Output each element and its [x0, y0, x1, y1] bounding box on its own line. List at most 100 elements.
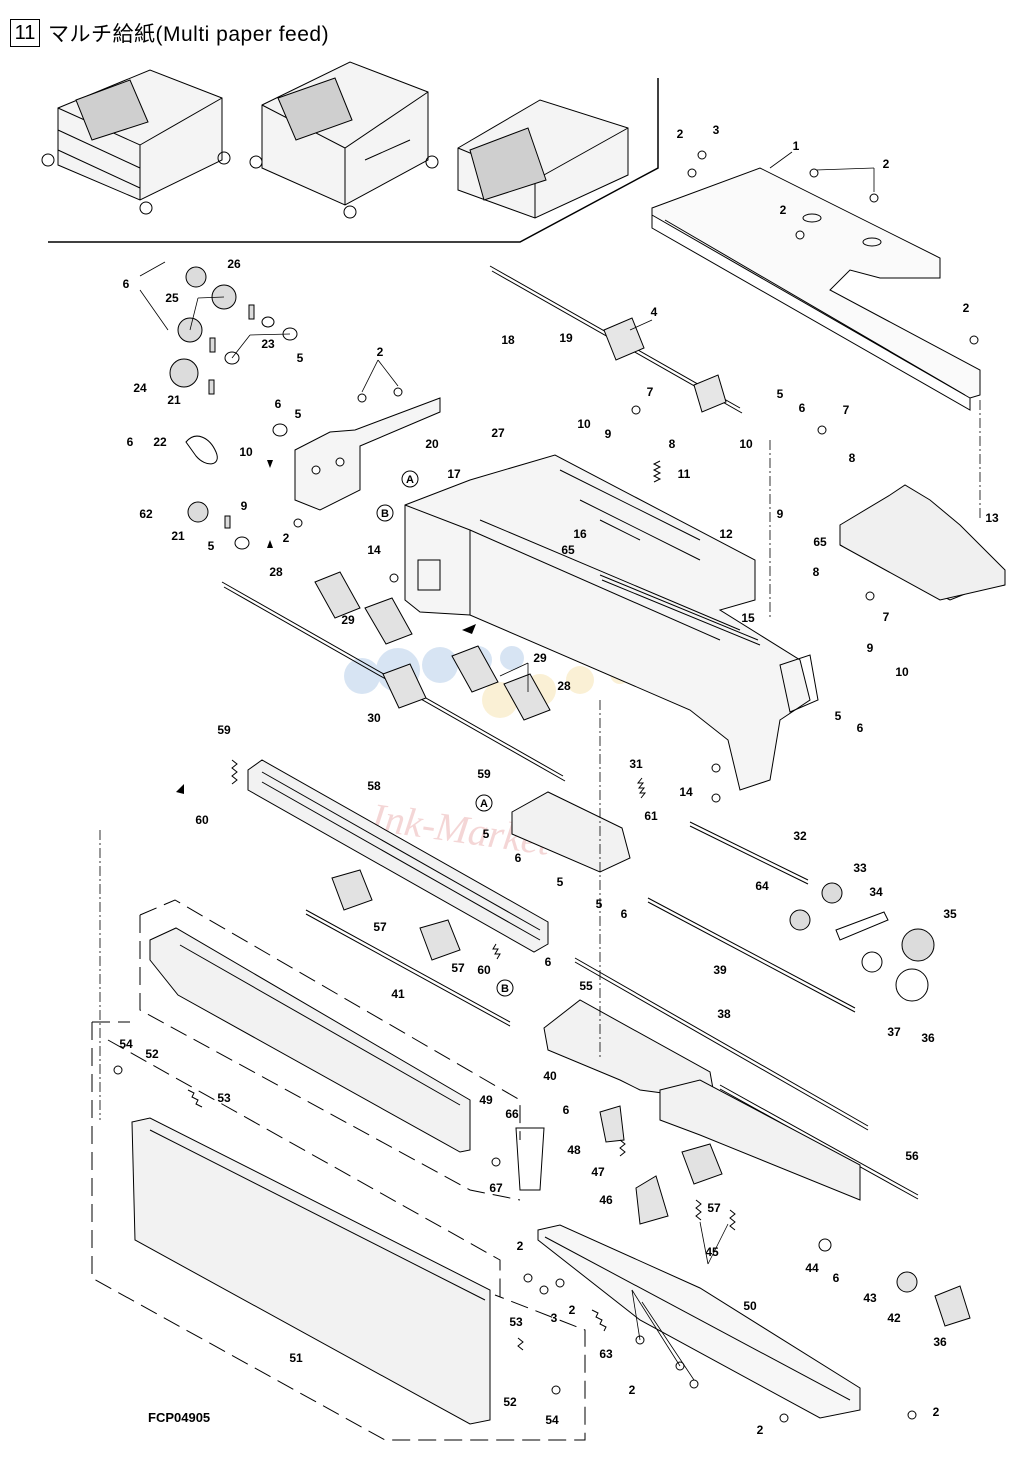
- part-label: 14: [679, 785, 693, 799]
- part-label: 48: [567, 1143, 581, 1157]
- part-label: 5: [596, 897, 603, 911]
- small-parts-lower-right: [515, 1105, 971, 1327]
- lower-frame-40: [543, 999, 861, 1201]
- part-label: 44: [805, 1261, 819, 1275]
- part-label: 55: [579, 979, 593, 993]
- part-label: 65: [813, 535, 827, 549]
- part-label: 13: [985, 511, 999, 525]
- part-label: 11: [678, 467, 691, 481]
- copier-inset-2: [249, 61, 439, 219]
- part-label: 66: [505, 1107, 519, 1121]
- part-label: 41: [391, 987, 405, 1001]
- part-label: 10: [895, 665, 909, 679]
- main-frame: [404, 454, 819, 791]
- part-label: 18: [501, 333, 515, 347]
- part-label: 2: [933, 1405, 940, 1419]
- screw-icons: [113, 150, 979, 1423]
- part-label: 29: [341, 613, 355, 627]
- part-label: 21: [167, 393, 181, 407]
- part-label: 62: [139, 507, 153, 521]
- svg-text:A: A: [480, 798, 488, 810]
- part-label: 67: [489, 1181, 503, 1195]
- part-label: 2: [629, 1383, 636, 1397]
- part-label: 22: [153, 435, 167, 449]
- ref-marker-b-upper: B: [376, 504, 394, 522]
- part-label: 6: [545, 955, 552, 969]
- part-label: 10: [739, 437, 753, 451]
- part-label: 43: [863, 1291, 877, 1305]
- part-label: 6: [563, 1103, 570, 1117]
- part-label: 2: [883, 157, 890, 171]
- ref-marker-b-lower: B: [496, 979, 514, 997]
- part-label: 61: [644, 809, 658, 823]
- part-label: 59: [217, 723, 231, 737]
- part-label: 5: [777, 387, 784, 401]
- part-label: 19: [559, 331, 573, 345]
- figure-code: FCP04905: [148, 1410, 211, 1425]
- part-label: 39: [713, 963, 727, 977]
- part-label: 29: [533, 651, 547, 665]
- part-label: 36: [921, 1031, 935, 1045]
- part-label: 8: [813, 565, 820, 579]
- part-label: 2: [963, 301, 970, 315]
- part-label: 58: [367, 779, 381, 793]
- part-label: 53: [217, 1091, 231, 1105]
- part-label: 46: [599, 1193, 613, 1207]
- part-label: 14: [367, 543, 381, 557]
- part-label: 51: [289, 1351, 303, 1365]
- part-label: 32: [793, 829, 807, 843]
- part-label: 16: [573, 527, 587, 541]
- section-title: マルチ給紙(Multi paper feed): [48, 23, 330, 46]
- bracket-20: [294, 397, 441, 511]
- spring-icons: [187, 460, 736, 1351]
- part-label: 33: [853, 861, 867, 875]
- part-label: 42: [887, 1311, 901, 1325]
- part-label: 2: [283, 531, 290, 545]
- ref-marker-a-lower: A: [475, 794, 493, 812]
- part-label: 5: [295, 407, 302, 421]
- part-label: 34: [869, 885, 883, 899]
- lower-cover-49: [149, 927, 471, 1153]
- part-label: 7: [647, 385, 654, 399]
- part-label: 5: [208, 539, 215, 553]
- part-label: 21: [171, 529, 185, 543]
- part-label: 17: [447, 467, 461, 481]
- part-label: 60: [477, 963, 491, 977]
- leader-lines: [139, 151, 875, 1381]
- part-label: 63: [599, 1347, 613, 1361]
- svg-text:A: A: [406, 474, 414, 486]
- shaft-15: [599, 574, 761, 646]
- part-label: 59: [477, 767, 491, 781]
- part-label: 6: [857, 721, 864, 735]
- part-label: 26: [227, 257, 241, 271]
- part-label: 2: [377, 345, 384, 359]
- part-label: 57: [451, 961, 465, 975]
- part-label: 12: [719, 527, 733, 541]
- cover-51: [131, 1117, 491, 1425]
- dash-dot-guides: [99, 400, 981, 1120]
- part-label: 52: [503, 1395, 517, 1409]
- shafts-lower: [305, 821, 919, 1200]
- part-label: 28: [269, 565, 283, 579]
- part-label: 25: [165, 291, 179, 305]
- part-label: 7: [843, 403, 850, 417]
- part-label: 2: [569, 1303, 576, 1317]
- dashed-outlines: [91, 899, 586, 1441]
- part-label: 5: [557, 875, 564, 889]
- part-label: 6: [799, 401, 806, 415]
- part-label: 15: [741, 611, 755, 625]
- part-label: 3: [551, 1311, 558, 1325]
- section-number-box: 11: [10, 19, 40, 47]
- part-label: 49: [479, 1093, 493, 1107]
- part-label: 9: [867, 641, 874, 655]
- part-label: 54: [545, 1413, 559, 1427]
- part-label: 6: [515, 851, 522, 865]
- part-label: 9: [241, 499, 248, 513]
- part-label: 9: [777, 507, 784, 521]
- svg-text:B: B: [381, 508, 389, 520]
- part-label: 2: [780, 203, 787, 217]
- shaft-30: [221, 581, 566, 782]
- guide-13: [839, 484, 1006, 601]
- part-label: 2: [517, 1239, 524, 1253]
